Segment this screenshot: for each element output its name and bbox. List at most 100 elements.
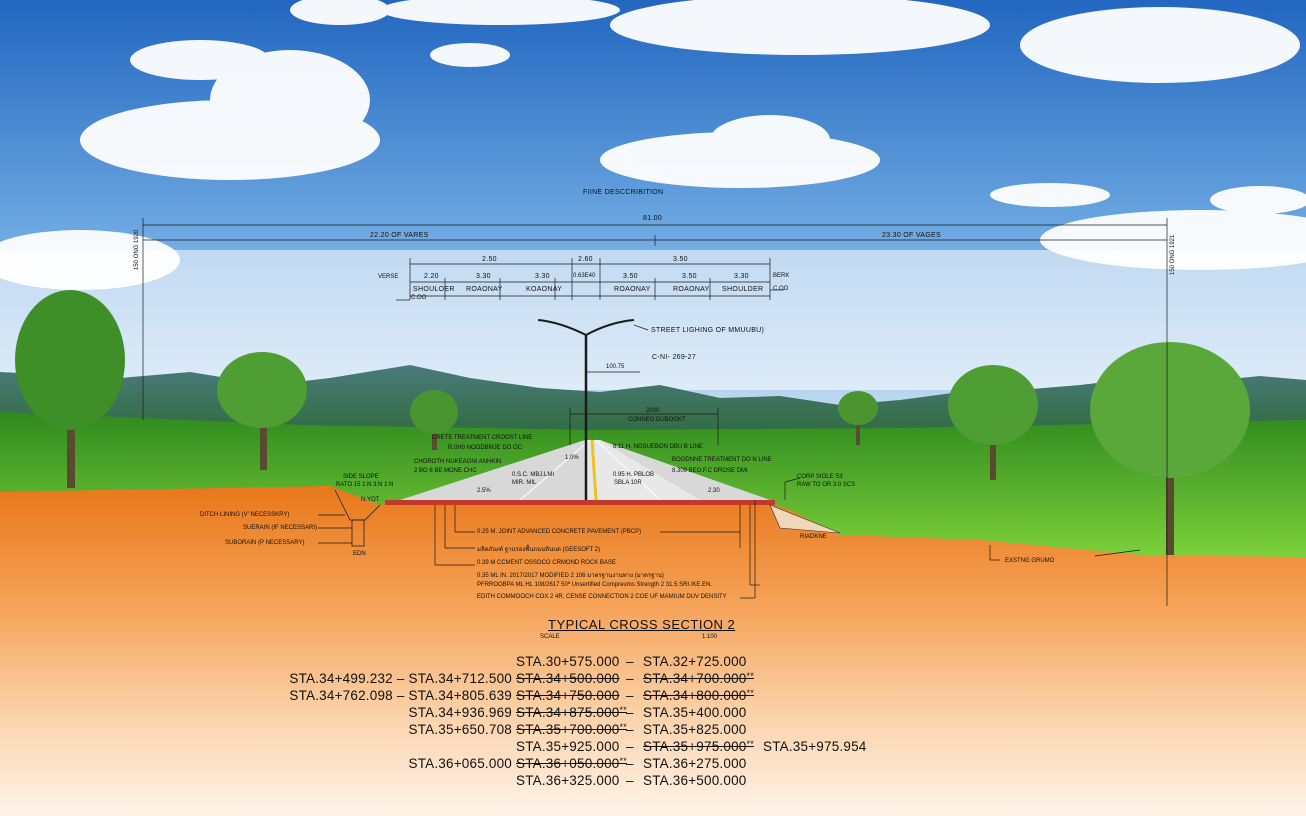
seg-dim-7: 3.30 — [734, 273, 749, 280]
c00-right-label: C.OO — [773, 286, 789, 292]
left-side-dim: 150 ONG 1920 — [134, 229, 140, 270]
suborain-label: SUBORAIN (P NECESSARY) — [225, 540, 305, 546]
station-to: STA.35+825.000 — [643, 722, 747, 737]
median-label: CONNEO DUBOOKT — [628, 417, 686, 423]
station-mark: ** — [746, 739, 754, 749]
station-to: STA.35+400.000 — [643, 705, 747, 720]
station-prefix: STA.35+650.708 — [408, 722, 512, 737]
berk-label: BERK — [773, 273, 790, 279]
layer-2: มลิตภัณฑ์ ฐานรองพื้นถนนหินบด (GEESOFT 2) — [477, 547, 601, 553]
annotation-left-sub3: 2 BO 8 BE MONE CHC — [414, 468, 477, 474]
subrain-label: SUERAIN (IF NECESSARI) — [243, 525, 318, 531]
left-width-dim: 22.20 OF VARES — [370, 232, 429, 239]
station-from: STA.30+575.000 — [516, 654, 620, 669]
scale-label: SCALE — [540, 634, 560, 640]
drawing-description: FIINE DESCCRIBITION — [583, 189, 664, 196]
annotation-left-sub1: R.0H0 NOODBMJE DO OC — [448, 445, 523, 451]
station-to: STA.36+275.000 — [643, 756, 747, 771]
seg-dim-3: 3.30 — [535, 273, 550, 280]
station-dash: – — [626, 756, 634, 771]
lane-label-6: SHOULDER — [722, 286, 764, 293]
seg-dim-5: 3.50 — [623, 273, 638, 280]
station-to: STA.34+800.000** — [643, 688, 754, 703]
station-dash: – — [626, 671, 634, 686]
median-dim: 2000 — [646, 408, 660, 414]
seg-dim-2: 3.30 — [476, 273, 491, 280]
verse-label: VERSE — [378, 274, 399, 280]
sub-center-dim: 2.60 — [578, 256, 593, 263]
scale-value: 1:100 — [702, 634, 718, 640]
annotation-lane-right2: SBLA 10R — [614, 480, 642, 486]
seg-dim-1: 2.20 — [424, 273, 439, 280]
lane-label-4: ROAONAY — [614, 286, 651, 293]
riadkne-label: RIADKNE — [800, 534, 827, 540]
annotation-lane-left: 0.S.C. MBJ.LMI — [512, 472, 555, 478]
station-mark: ** — [619, 756, 627, 766]
station-from: STA.36+325.000 — [516, 773, 620, 788]
layer-5: PFRROOBPA ML HL 108/2617 50ª Unsertified… — [477, 582, 713, 588]
corp-slope-label: CORP SIOLE S3 — [797, 474, 843, 480]
station-from: STA.34+750.000 — [516, 688, 620, 703]
annotation-right-top: 8.11 H. NOSUEBON DBU B LINE — [613, 444, 703, 450]
lane-label-1: SHOULOER — [413, 286, 455, 293]
slope-right: 2.30 — [708, 488, 720, 494]
station-mark: ** — [619, 722, 627, 732]
station-to: STA.35+975.000** — [643, 739, 754, 754]
layer-3: 0.39 M CCMENT OSSOCO CRMOND ROCK BASE — [477, 560, 616, 566]
lane-label-2: ROAONAY — [466, 286, 503, 293]
ditch-lining-label: DITCH LINING (V' NECESSKRY) — [200, 512, 290, 518]
station-dash: – — [626, 705, 634, 720]
section-title: TYPICAL CROSS SECTION 2 — [548, 617, 736, 632]
seg-dim-6: 3.50 — [682, 273, 697, 280]
layer-6: EDITH COMMOOCH COX 2 4R, CENSE CONNECTIO… — [477, 594, 727, 600]
corp-slope-ratio: RAW TO OR 3:0 SCS — [797, 482, 856, 488]
edn-label: EDN — [353, 551, 366, 557]
station-from: STA.35+700.000** — [516, 722, 627, 737]
side-slope-label: SIDE SLOPE — [343, 474, 379, 480]
layer-4: 0.35 ML IN. 2017/2017 MODIFIED 2 106 มาต… — [477, 573, 664, 579]
station-to: STA.32+725.000 — [643, 654, 747, 669]
lane-label-3: KOAONAY — [526, 286, 563, 293]
annotation-left-sub2: CHOROTH NUKEAGNI ANHKIN — [414, 459, 502, 465]
c00-left-label: C.OO — [411, 295, 427, 301]
station-prefix: STA.34+499.232 – STA.34+712.500 — [289, 671, 512, 686]
right-side-dim: 150 ONG 1921 — [1170, 234, 1176, 275]
nut-label: N.YOT — [361, 497, 380, 503]
station-to: STA.36+500.000 — [643, 773, 747, 788]
station-from: STA.36+050.000** — [516, 756, 627, 771]
existing-ground-label: EXSTNG GRUMO — [1005, 558, 1055, 564]
station-dash: – — [626, 688, 634, 703]
side-slope-ratio: RATO 15 1:N 3:N 1:N — [336, 482, 394, 488]
right-width-dim: 23.30 OF VAGES — [882, 232, 941, 239]
lane-label-5: ROAONAY — [673, 286, 710, 293]
station-suffix: STA.35+975.954 — [763, 739, 867, 754]
station-mark: ** — [619, 705, 627, 715]
station-prefix: STA.36+065.000 — [408, 756, 512, 771]
annotation-lane-right: 0.95 H. PBLOB — [613, 472, 655, 478]
annotation-left-top: CRETE TREATMENT CROOST LINE — [432, 435, 533, 441]
median-width-dim: 100.75 — [606, 364, 625, 370]
station-to: STA.34+700.000** — [643, 671, 754, 686]
annotation-lane-left2: MIR. MIL — [512, 480, 537, 486]
station-from: STA.34+875.000** — [516, 705, 627, 720]
sub-right-dim: 3.50 — [673, 256, 688, 263]
slope-center: 1.0% — [565, 455, 579, 461]
slope-left: 2.5% — [477, 488, 491, 494]
layer-1: 0.25 M. JOINT ADVANCED CONCRETE PAVEMENT… — [477, 529, 642, 535]
station-from: STA.34+500.000 — [516, 671, 620, 686]
station-mark: ** — [746, 688, 754, 698]
station-prefix: STA.34+936.969 — [408, 705, 512, 720]
seg-dim-4: 0.63E40 — [573, 273, 596, 279]
station-dash: – — [626, 654, 634, 669]
street-lighting-label: STREET LIGHING OF MMUUBU) — [651, 327, 765, 334]
station-from: STA.35+925.000 — [516, 739, 620, 754]
total-width-dim: 81.00 — [643, 215, 663, 222]
station-dash: – — [626, 722, 634, 737]
station-mark: ** — [746, 671, 754, 681]
station-dash: – — [626, 739, 634, 754]
station-prefix: STA.34+762.098 – STA.34+805.639 — [289, 688, 512, 703]
sub-left-dim: 2.50 — [482, 256, 497, 263]
annotation-right-sub2: 8.309 BEO.F.C DROSE DMI — [672, 468, 748, 474]
station-dash: – — [626, 773, 634, 788]
